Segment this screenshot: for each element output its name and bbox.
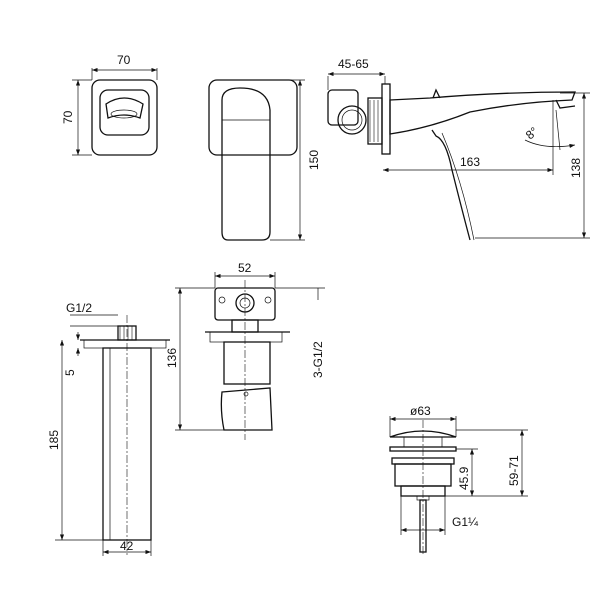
spout-angle-label: 8° [523,124,541,142]
spout-reach-label: 163 [460,155,480,169]
drain-height-label: 45.9 [457,466,471,490]
mixer-width-label: 52 [238,261,252,275]
wall-width-label: 42 [120,539,134,553]
spout-height-label: 138 [569,158,583,178]
front-height-label: 70 [61,110,75,124]
wall-body-view: G1/2 5 185 42 [47,301,170,556]
wall-flange-label: 5 [63,369,77,376]
mixer-thread-label: 3-G1/2 [311,341,325,378]
wall-height-label: 185 [47,430,61,450]
mixer-height-label: 136 [165,348,179,368]
spout-side-view: 45-65 163 138 8° [327,57,590,241]
front-width-label: 70 [117,53,131,67]
wall-thread-label: G1/2 [66,301,92,315]
front-plate-view: 70 70 [61,53,158,156]
side-height-label: 150 [307,150,321,170]
drain-range-label: 59-71 [507,455,521,486]
mixer-body-view: 52 136 3-G1/2 [165,261,325,440]
drain-thread-label: G1¼ [452,515,479,529]
drain-diameter-label: ø63 [410,404,431,418]
spout-depth-label: 45-65 [338,57,369,71]
side-handle-view: 150 [208,79,321,241]
drain-view: ø63 45.9 59-71 G1¼ [389,404,528,555]
